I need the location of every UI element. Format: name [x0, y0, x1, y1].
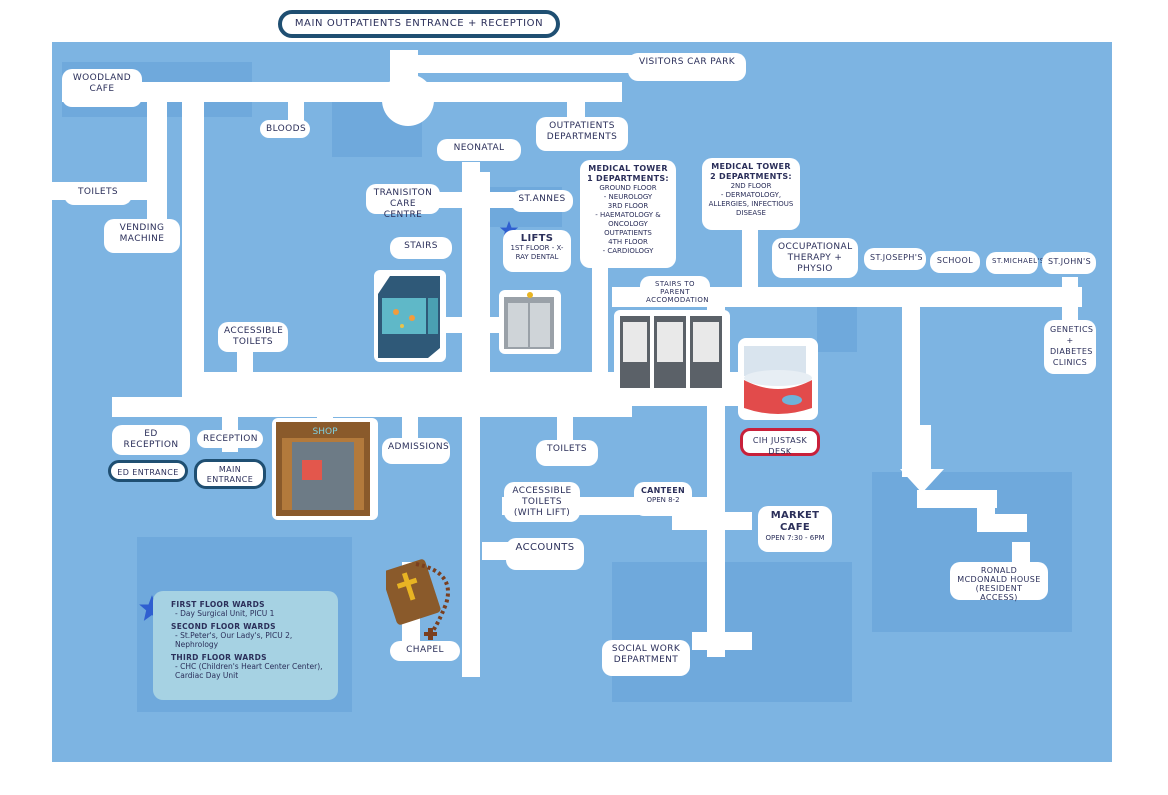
vending-machine-label: VENDING MACHINE [104, 219, 180, 253]
main-outpatients-entrance-title: MAIN OUTPATIENTS ENTRANCE + RECEPTION [278, 10, 560, 38]
medical-tower-1-label: MEDICAL TOWER 1 DEPARTMENTS: GROUND FLOO… [580, 160, 676, 268]
tower1-line-0: GROUND FLOOR [599, 184, 657, 192]
school-label: SCHOOL [930, 251, 980, 273]
ed-entrance-label[interactable]: ED ENTRANCE [108, 460, 188, 482]
tower2-line-0: 2ND FLOOR [730, 182, 772, 190]
toilets-centre-label: TOILETS [536, 440, 598, 466]
path-top-horizontal [62, 82, 622, 102]
medical-tower-2-label: MEDICAL TOWER 2 DEPARTMENTS: 2ND FLOOR -… [702, 158, 800, 230]
main-entrance-label[interactable]: MAIN ENTRANCE [194, 459, 266, 489]
tower1-title: MEDICAL TOWER 1 DEPARTMENTS: [587, 164, 669, 183]
path-left-vertical [147, 92, 167, 242]
outpatients-departments-label: OUTPATIENTS DEPARTMENTS [536, 117, 628, 151]
ed-reception-label: ED RECEPTION [112, 425, 190, 455]
stairs-parent-label: STAIRS TO PARENT ACCOMODATION [640, 276, 710, 306]
desk-icon [738, 338, 818, 420]
lifts-label: LIFTS 1ST FLOOR - X-RAY DENTAL [503, 230, 571, 272]
tower1-line-4: 4TH FLOOR [608, 238, 648, 246]
st-annes-label: ST.ANNES [511, 190, 573, 212]
occupational-therapy-label: OCCUPATIONAL THERAPY + PHYSIO [772, 238, 858, 278]
reception-label: RECEPTION [197, 430, 263, 448]
arrow-down-icon [900, 425, 944, 493]
legend-title-1: FIRST FLOOR WARDS [171, 600, 265, 609]
lifts-title: LIFTS [520, 233, 554, 244]
tower1-line-5: - CARDIOLOGY [602, 247, 654, 255]
tower1-line-3: - HAEMATOLOGY & ONCOLOGY OUTPATIENTS [595, 211, 661, 237]
tower2-title: MEDICAL TOWER 2 DEPARTMENTS: [710, 162, 792, 181]
tower1-line-1: - NEUROLOGY [603, 193, 653, 201]
path-right-horizontal [612, 287, 1082, 307]
st-johns-label: ST.JOHN'S [1042, 252, 1096, 274]
social-work-label: SOCIAL WORK DEPARTMENT [602, 640, 690, 676]
legend-body-1: - Day Surgical Unit, PICU 1 [175, 609, 275, 618]
ronald-mcdonald-house-label: RONALD MCDONALD HOUSE (Resident Access) [950, 562, 1048, 602]
shop-icon: SHOP [272, 418, 378, 520]
legend-body-2: - St.Peter's, Our Lady's, PICU 2, Nephro… [175, 631, 293, 649]
market-cafe-hours: OPEN 7:30 - 6PM [765, 534, 825, 542]
bible-rosary-icon [386, 559, 450, 640]
tower2-line-1: - DERMATOLOGY, ALLERGIES, INFECTIOUS DIS… [708, 191, 794, 217]
floor-wards-legend: FIRST FLOOR WARDS - Day Surgical Unit, P… [153, 591, 338, 700]
canteen-hours: OPEN 8-2 [646, 496, 680, 504]
bloods-label: BLOODS [260, 120, 310, 138]
admissions-label: ADMISSIONS [382, 438, 450, 464]
shop-sign: SHOP [313, 427, 339, 437]
canteen-title: CANTEEN [641, 486, 685, 495]
market-cafe-title: MARKET CAFE [770, 510, 820, 533]
lift-doors-icon [499, 290, 561, 354]
st-josephs-label: ST.JOSEPH'S [864, 248, 926, 270]
visitors-car-park-label: VISITORS CAR PARK [628, 53, 746, 81]
transition-care-centre-label: TRANISITON CARE CENTRE [366, 184, 440, 220]
accessible-toilets-lift-label: ACCESSIBLE TOILETS (with Lift) [504, 482, 580, 522]
vending-machines-icon [614, 310, 730, 390]
stairs-label: STAIRS [390, 237, 452, 259]
legend-title-2: SECOND FLOOR WARDS [171, 622, 276, 631]
lifts-detail: 1ST FLOOR - X-RAY DENTAL [510, 244, 564, 261]
neonatal-label: NEONATAL [437, 139, 521, 161]
cih-justask-desk-label[interactable]: CIH JUSTASK DESK [740, 428, 820, 456]
legend-title-3: THIRD FLOOR WARDS [171, 653, 267, 662]
accessible-toilets-label: ACCESSIBLE TOILETS [218, 322, 288, 352]
chapel-label: CHAPEL [390, 641, 460, 661]
accounts-label: ACCOUNTS [506, 538, 584, 570]
tower1-line-2: 3RD FLOOR [607, 202, 649, 210]
legend-body-3: - CHC (Children's Heart Center Center), … [175, 662, 323, 680]
woodland-cafe-label: WOODLAND CAFE [62, 69, 142, 107]
st-michaels-label: ST.MICHAEL'S [986, 252, 1044, 274]
canteen-label: CANTEEN OPEN 8-2 [634, 482, 692, 516]
toilets-left-label: TOILETS [64, 183, 132, 205]
aquarium-icon [374, 270, 446, 362]
genetics-diabetes-label: GENETICS + DIABETES CLINICS [1044, 320, 1096, 374]
market-cafe-label: MARKET CAFE OPEN 7:30 - 6PM [758, 506, 832, 552]
